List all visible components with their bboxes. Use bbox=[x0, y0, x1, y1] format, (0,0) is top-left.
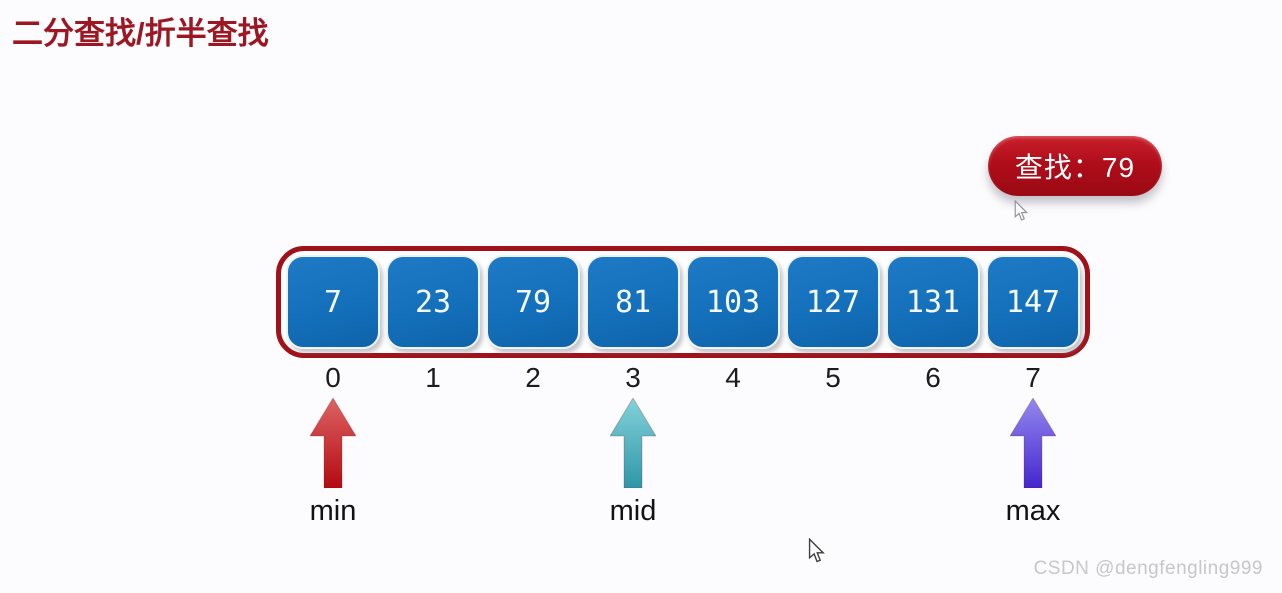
array-cell-6: 131 bbox=[886, 255, 980, 349]
array-index-1: 1 bbox=[425, 362, 441, 393]
min-up-arrow-icon bbox=[310, 398, 356, 488]
mid-up-arrow-icon bbox=[610, 398, 656, 488]
max-up-arrow-icon bbox=[1010, 398, 1056, 488]
array-index-3: 3 bbox=[625, 362, 641, 393]
search-target-badge: 查找：79 bbox=[988, 136, 1162, 196]
pointer-mid: mid bbox=[583, 398, 683, 526]
array-cell-5: 127 bbox=[786, 255, 880, 349]
array-index-row: 0 1 2 3 4 5 6 7 bbox=[281, 362, 1085, 394]
array-index-5: 5 bbox=[825, 362, 841, 393]
pointer-max: max bbox=[983, 398, 1083, 526]
array-index-2: 2 bbox=[525, 362, 541, 393]
array-cell-2: 79 bbox=[486, 255, 580, 349]
array-cell-0: 7 bbox=[286, 255, 380, 349]
pointer-label-mid: mid bbox=[609, 495, 657, 527]
cursor-icon bbox=[808, 538, 825, 563]
array-cell-1: 23 bbox=[386, 255, 480, 349]
array-index-6: 6 bbox=[925, 362, 941, 393]
array-cell-3: 81 bbox=[586, 255, 680, 349]
watermark: CSDN @dengfengling999 bbox=[1033, 558, 1263, 579]
pointer-min: min bbox=[283, 398, 383, 526]
search-target-label: 查找：79 bbox=[1014, 152, 1136, 183]
array-index-7: 7 bbox=[1025, 362, 1041, 393]
array-index-4: 4 bbox=[725, 362, 741, 393]
pointer-label-min: min bbox=[309, 495, 357, 527]
page-title: 二分查找/折半查找 bbox=[12, 16, 269, 51]
array-cell-4: 103 bbox=[686, 255, 780, 349]
pointer-label-max: max bbox=[1005, 495, 1061, 527]
small-cursor-icon bbox=[1014, 200, 1029, 221]
array-cell-7: 147 bbox=[986, 255, 1080, 349]
array-index-0: 0 bbox=[325, 362, 341, 393]
